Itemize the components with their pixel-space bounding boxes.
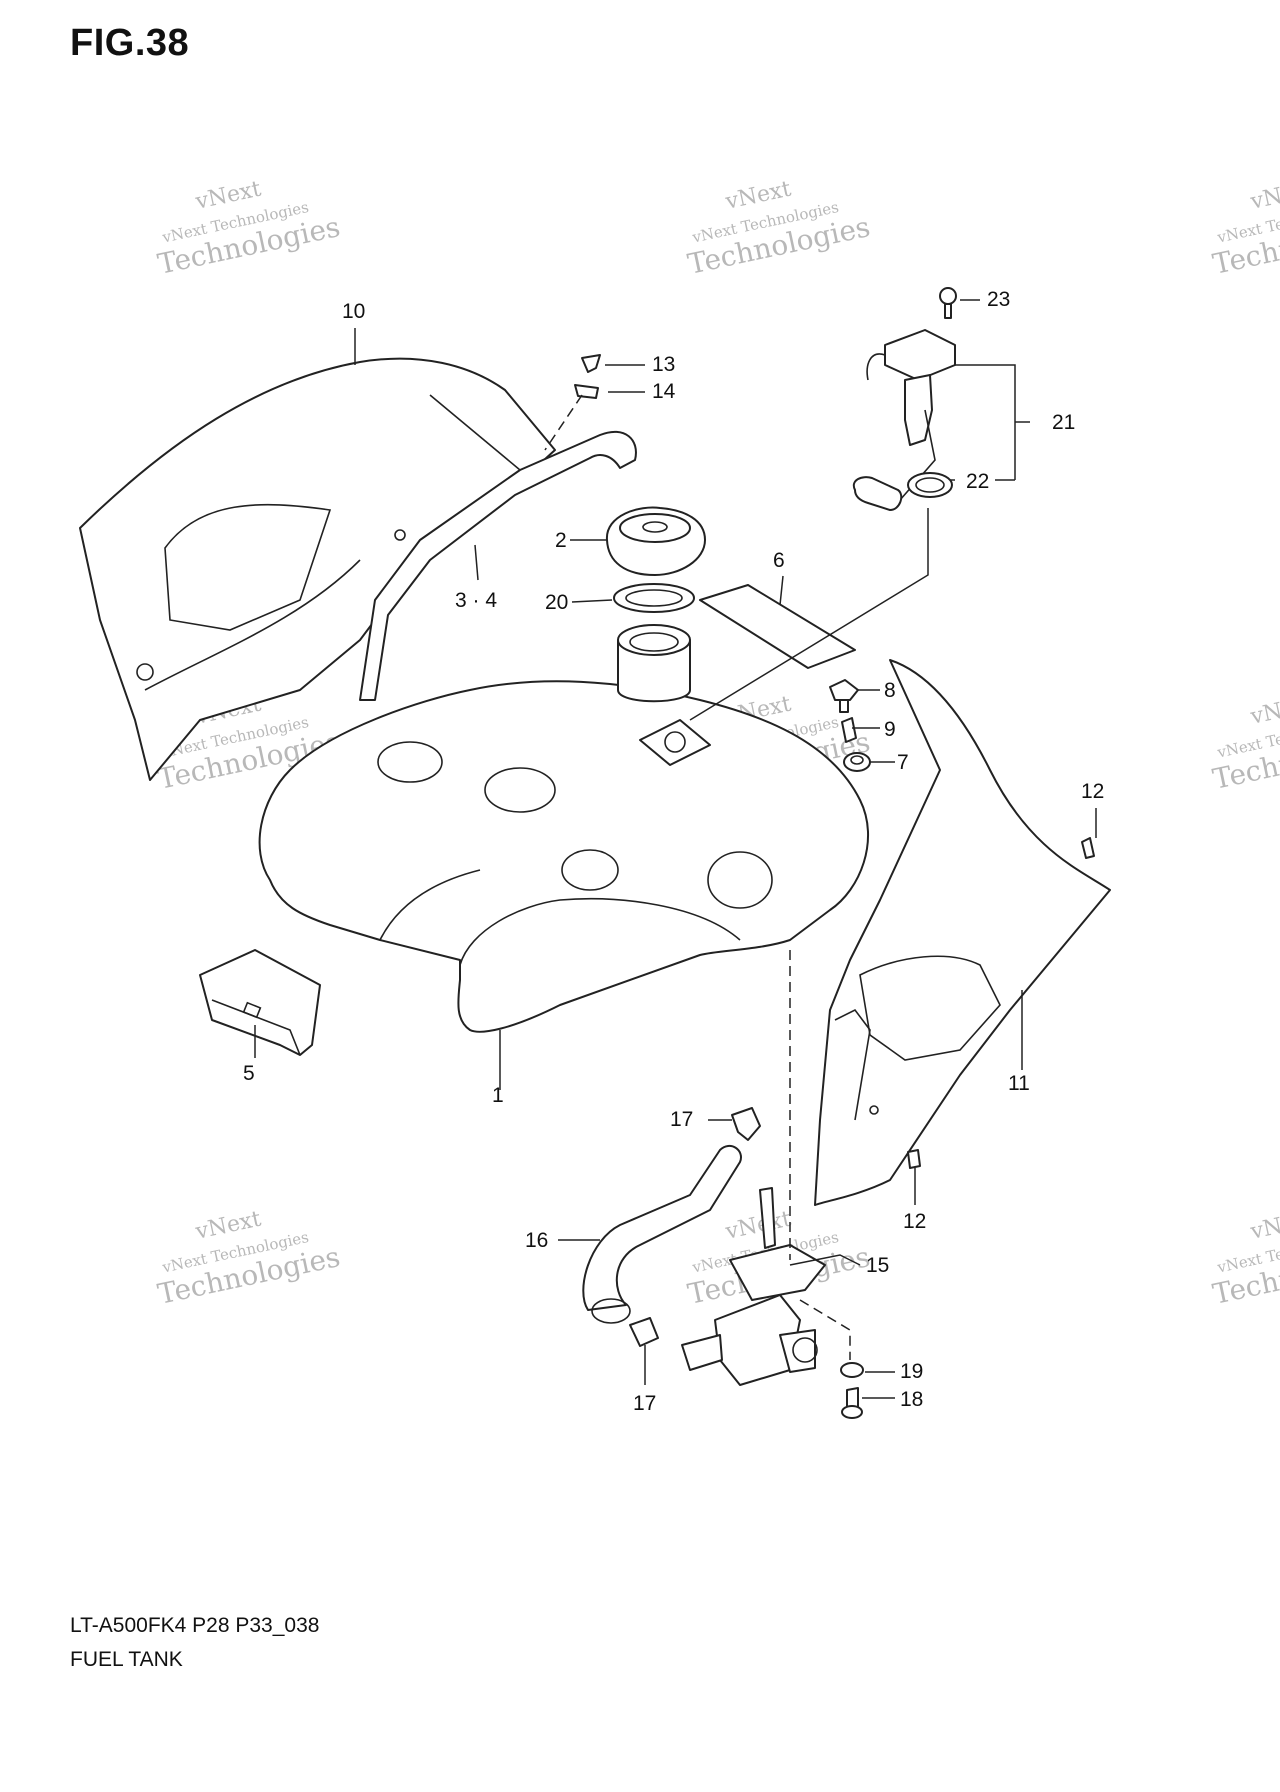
part-23-screw (939, 287, 957, 319)
leader-lines (254, 299, 1097, 1399)
callout-12-lower: 12 (903, 1210, 926, 1233)
callout-18: 18 (900, 1388, 923, 1411)
part-12-clip (907, 1149, 921, 1169)
callout-23: 23 (987, 288, 1010, 311)
section-name: FUEL TANK (70, 1648, 183, 1670)
callout-8: 8 (884, 679, 896, 702)
callout-3-4: 3 · 4 (455, 589, 497, 612)
callout-12-upper: 12 (1081, 780, 1104, 803)
part-18-bolt (841, 1387, 863, 1419)
part-15-fuel-valve (681, 1187, 826, 1386)
figure-title: FIG.38 (70, 22, 190, 64)
part-11-right-cover (814, 659, 1111, 1206)
callout-14: 14 (652, 380, 676, 403)
watermark: vNext vNext Technologies Technologies (1210, 692, 1280, 796)
callout-1: 1 (492, 1084, 504, 1107)
callout-21: 21 (1052, 411, 1075, 434)
part-19-washer (840, 1362, 864, 1378)
part-1-fuel-tank (258, 624, 869, 1033)
callout-9: 9 (884, 718, 896, 741)
callout-20: 20 (545, 591, 568, 614)
part-3-4-hose (359, 430, 637, 701)
callout-17-lower: 17 (633, 1392, 656, 1415)
watermark: vNext vNext Technologies Technologies (685, 177, 873, 281)
callout-22: 22 (966, 470, 989, 493)
callout-11: 11 (1008, 1072, 1030, 1095)
callout-5: 5 (243, 1062, 255, 1085)
part-6-label (699, 584, 856, 669)
watermark: vNext vNext Technologies Technologies (155, 177, 343, 281)
watermark-line1: vNext (1248, 1207, 1280, 1245)
watermark: vNext vNext Technologies Technologies (155, 1207, 343, 1311)
part-2-fuel-cap (605, 506, 706, 576)
part-13-clip (581, 354, 601, 373)
part-22-gasket (907, 472, 953, 498)
part-20-gasket (613, 583, 695, 613)
part-14-clip (574, 384, 599, 399)
callout-6: 6 (773, 549, 785, 572)
part-12-clip (1081, 837, 1095, 859)
part-8-bolt (829, 679, 859, 713)
part-17-clamp (731, 1107, 761, 1141)
callout-15: 15 (866, 1254, 889, 1277)
watermark: vNext vNext Technologies Technologies (1210, 1207, 1280, 1311)
model-code: LT-A500FK4 P28 P33_038 (70, 1614, 320, 1637)
part-7-grommet (843, 752, 871, 772)
watermark: vNext vNext Technologies Technologies (1210, 177, 1280, 281)
callout-19: 19 (900, 1360, 923, 1383)
callout-13: 13 (652, 353, 675, 376)
callout-2: 2 (555, 529, 567, 552)
watermark-line1: vNext (1248, 692, 1280, 730)
callout-10: 10 (342, 300, 365, 323)
callout-7: 7 (897, 751, 909, 774)
callout-16: 16 (525, 1229, 548, 1252)
watermark-line1: vNext (1248, 177, 1280, 215)
part-5-bracket (199, 949, 321, 1056)
part-9-collar (841, 717, 857, 743)
callout-17-upper: 17 (670, 1108, 693, 1131)
part-16-hose (582, 1144, 742, 1324)
part-17-clamp (629, 1317, 659, 1347)
callout-labels: 10 13 14 3 · 4 2 20 6 8 9 7 23 21 22 12 … (243, 288, 1104, 1415)
